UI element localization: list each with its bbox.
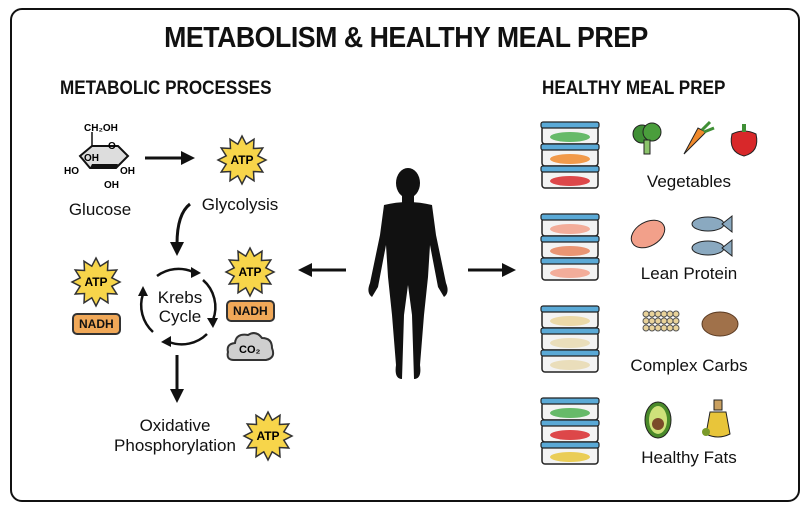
metabolic-processes-heading: METABOLIC PROCESSES: [60, 78, 272, 99]
arrow-left-icon: [298, 263, 346, 277]
diagram-frame: [10, 8, 800, 502]
food-category-label: Lean Protein: [640, 264, 738, 283]
svg-text:CH₂OH: CH₂OH: [84, 123, 118, 134]
svg-text:HO: HO: [64, 166, 79, 177]
krebs-line2: Cycle: [158, 307, 202, 326]
meal-prep-container-stack-icon: [540, 121, 600, 189]
svg-text:ATP: ATP: [256, 429, 279, 443]
svg-text:OH: OH: [84, 153, 99, 164]
co2-cloud-icon: CO₂: [226, 332, 275, 361]
svg-text:OH: OH: [104, 180, 119, 191]
atp-burst-krebs-right: ATP: [224, 246, 276, 298]
avocado-icon: [644, 401, 672, 439]
nadh-badge-left: NADH: [72, 313, 121, 335]
svg-text:OH: OH: [120, 166, 135, 177]
arrow-down-curved-icon: [170, 202, 191, 256]
atp-burst-oxidative: ATP: [242, 410, 294, 462]
chickpeas-icon: [642, 310, 680, 332]
fish-icon: [691, 214, 733, 234]
healthy-meal-prep-heading: HEALTHY MEAL PREP: [542, 78, 726, 99]
oxidative-line2: Phosphorylation: [114, 436, 236, 455]
arrow-right-icon: [468, 263, 516, 277]
fish-icon: [691, 238, 733, 258]
food-category-label: Vegetables: [646, 172, 732, 191]
chicken-breast-icon: [630, 219, 666, 249]
arrow-down-icon: [170, 355, 184, 403]
krebs-line1: Krebs: [157, 288, 203, 307]
meal-prep-container-stack-icon: [540, 213, 600, 281]
atp-burst-glycolysis: ATP: [216, 134, 268, 186]
brown-rice-icon: [701, 311, 739, 337]
nadh-badge-right: NADH: [226, 300, 275, 322]
broccoli-icon: [632, 122, 662, 155]
carrot-icon: [683, 120, 715, 155]
glucose-molecule-icon: CH₂OH O OH HO OH OH: [64, 123, 135, 191]
krebs-cycle-icon: [138, 267, 218, 347]
human-body-silhouette-icon: [368, 168, 448, 379]
glucose-label: Glucose: [68, 200, 132, 219]
food-category-label: Healthy Fats: [641, 448, 737, 467]
atp-burst-krebs-left: ATP: [70, 256, 122, 308]
svg-text:ATP: ATP: [238, 265, 261, 279]
glycolysis-label: Glycolysis: [201, 195, 279, 214]
olive-oil-icon: [702, 399, 731, 438]
bell-pepper-icon: [730, 124, 758, 157]
food-category-label: Complex Carbs: [630, 356, 748, 375]
svg-text:ATP: ATP: [230, 153, 253, 167]
meal-prep-container-stack-icon: [540, 397, 600, 465]
oxidative-phosphorylation-label: Oxidative Phosphorylation: [95, 416, 255, 456]
krebs-cycle-label: Krebs Cycle: [140, 288, 220, 326]
svg-text:ATP: ATP: [84, 275, 107, 289]
svg-text:CO₂: CO₂: [239, 344, 261, 356]
svg-text:O: O: [108, 141, 116, 152]
arrow-right-icon: [145, 151, 195, 165]
oxidative-line1: Oxidative: [139, 416, 211, 435]
page-title: METABOLISM & HEALTHY MEAL PREP: [164, 22, 648, 54]
meal-prep-container-stack-icon: [540, 305, 600, 373]
